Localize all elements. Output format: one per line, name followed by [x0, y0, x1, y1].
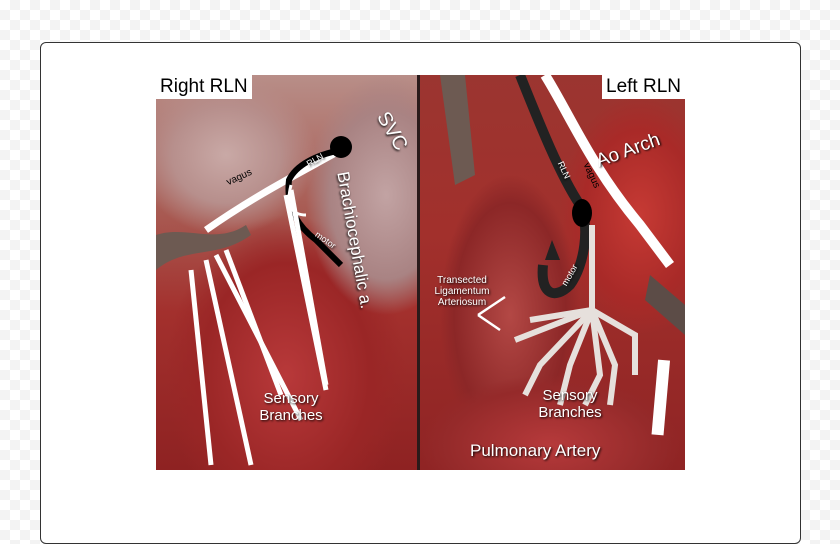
ligamentum-arrows [477, 295, 506, 332]
sensory-branches-label: Sensory Branches [538, 387, 602, 421]
instrument-right [645, 275, 685, 335]
right-rln-nerve-overlay [156, 136, 352, 466]
rln-motor-nerve [515, 75, 591, 299]
sensory-branches [188, 189, 329, 466]
rln-origin-dot [330, 136, 352, 158]
panel-divider [417, 75, 420, 470]
panel-title: Right RLN [156, 75, 252, 99]
ligamentum-label: Transected Ligamentum Arteriosum [434, 275, 490, 308]
vagus-nerve [203, 146, 343, 233]
sensory-hook [287, 184, 307, 217]
sensory-branches-label: Sensory Branches [259, 390, 323, 424]
vagus-nerve [540, 75, 674, 268]
right-rln-photo: Right RLN SVC Brachiocephalic a. vagus R… [156, 75, 417, 470]
white-marker [651, 359, 671, 436]
left-rln-nerve-overlay [440, 75, 685, 436]
rln-origin-dot [572, 199, 592, 227]
instrument [156, 225, 251, 270]
sensory-branches [513, 225, 638, 407]
direction-arrow [545, 240, 560, 260]
instrument [440, 75, 475, 185]
left-rln-photo: Left RLN Ao Arch vagus RLN motor Transec… [420, 75, 685, 470]
panel-title: Left RLN [602, 75, 685, 99]
pulmonary-artery-label: Pulmonary Artery [470, 441, 601, 460]
